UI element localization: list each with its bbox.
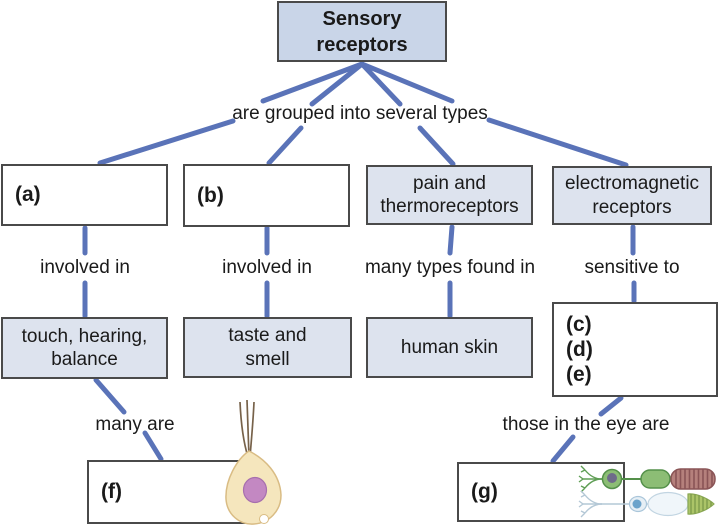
relation-label-sensitive-to: sensitive to: [584, 257, 680, 278]
function-box-taste-and-smell: taste and smell: [183, 317, 352, 378]
blank-letter-d: (d): [566, 338, 593, 361]
bottom-box-g-blank: (g): [457, 462, 625, 522]
relation-label-many-are: many are: [95, 414, 175, 435]
blank-letter-c: (c): [566, 313, 592, 336]
function-box-cde-blank: (c) (d) (e): [552, 302, 718, 397]
bottom-box-f-blank: (f): [87, 460, 252, 524]
relation-label-involved-in-a: involved in: [40, 257, 130, 278]
function-box-human-skin: human skin: [366, 317, 533, 378]
type-box-b-blank: (b): [183, 164, 350, 227]
type-box-a-blank: (a): [1, 164, 168, 226]
relation-label-many-types-found-in: many types found in: [364, 257, 536, 278]
relation-label-those-in-the-eye-are: those in the eye are: [502, 414, 670, 435]
blank-letter-e: (e): [566, 363, 592, 386]
function-box-touch-hearing-balance: touch, hearing, balance: [1, 317, 168, 379]
relation-label-involved-in-b: involved in: [222, 257, 312, 278]
grouping-label: are grouped into several types: [232, 103, 488, 124]
root-box-sensory-receptors: Sensory receptors: [277, 1, 447, 62]
type-box-electromagnetic-receptors: electromagnetic receptors: [552, 166, 712, 225]
type-box-pain-thermoreceptors: pain and thermoreceptors: [366, 165, 533, 225]
